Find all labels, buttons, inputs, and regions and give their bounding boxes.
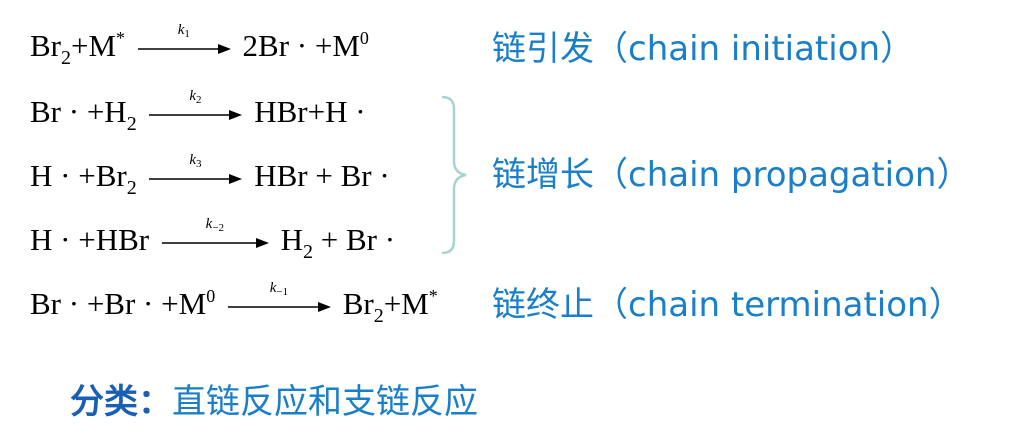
rate-constant: k2 xyxy=(189,87,202,106)
reaction-arrow: k3 xyxy=(147,152,243,185)
reaction-propagation-2: H · +Br2 k3 HBr + Br · xyxy=(30,152,390,198)
label-propagation: 链增长（chain propagation） xyxy=(492,155,971,195)
product-text: HBr + Br · xyxy=(254,158,390,193)
product-text: H xyxy=(280,222,303,257)
classification-text: 直链反应和支链反应 xyxy=(172,382,478,422)
product-subscript: 2 xyxy=(373,305,384,327)
reaction-arrow: k1 xyxy=(136,22,232,55)
product-subscript: 2 xyxy=(302,241,313,263)
reactant-text: H · +Br xyxy=(30,158,127,193)
reaction-termination: Br · +Br · +M0 k−1 Br2+M* xyxy=(30,280,438,326)
rate-constant: k3 xyxy=(189,151,202,170)
rate-constant: k−1 xyxy=(269,279,289,298)
product-text: + Br · xyxy=(312,222,396,257)
reactant-subscript: 2 xyxy=(61,47,71,69)
product-text: Br xyxy=(342,286,374,321)
reactant-text: Br · +Br · +M xyxy=(30,286,207,321)
label-termination: 链终止（chain termination） xyxy=(492,285,963,325)
reaction-initiation: Br2+M* k1 2Br · +M0 xyxy=(30,22,369,68)
reactant-subscript: 2 xyxy=(126,113,137,135)
rate-constant: k−2 xyxy=(205,215,225,234)
reaction-propagation-3: H · +HBr k−2 H2 + Br · xyxy=(30,216,396,262)
product-text: HBr+H · xyxy=(254,94,366,129)
label-initiation: 链引发（chain initiation） xyxy=(492,29,915,69)
classification: 分类：直链反应和支链反应 xyxy=(70,385,478,419)
reactant-superscript: 0 xyxy=(206,286,216,306)
reactant-text: Br · +H xyxy=(30,94,127,129)
reactant-superscript: * xyxy=(116,28,126,48)
reactant-text: Br xyxy=(30,28,61,63)
product-superscript: * xyxy=(428,286,438,306)
reaction-arrow: k2 xyxy=(147,88,243,121)
reaction-propagation-1: Br · +H2 k2 HBr+H · xyxy=(30,88,366,134)
reaction-arrow: k−1 xyxy=(226,280,332,313)
reactant-text: +M xyxy=(71,28,117,63)
propagation-brace xyxy=(441,95,467,255)
product-text: 2Br · +M xyxy=(242,28,360,63)
product-text: +M xyxy=(383,286,429,321)
reactant-subscript: 2 xyxy=(126,177,137,199)
product-superscript: 0 xyxy=(359,28,369,48)
reactant-text: H · +HBr xyxy=(30,222,150,257)
classification-title: 分类： xyxy=(70,382,172,422)
reaction-arrow: k−2 xyxy=(160,216,270,249)
rate-constant: k1 xyxy=(177,21,190,40)
